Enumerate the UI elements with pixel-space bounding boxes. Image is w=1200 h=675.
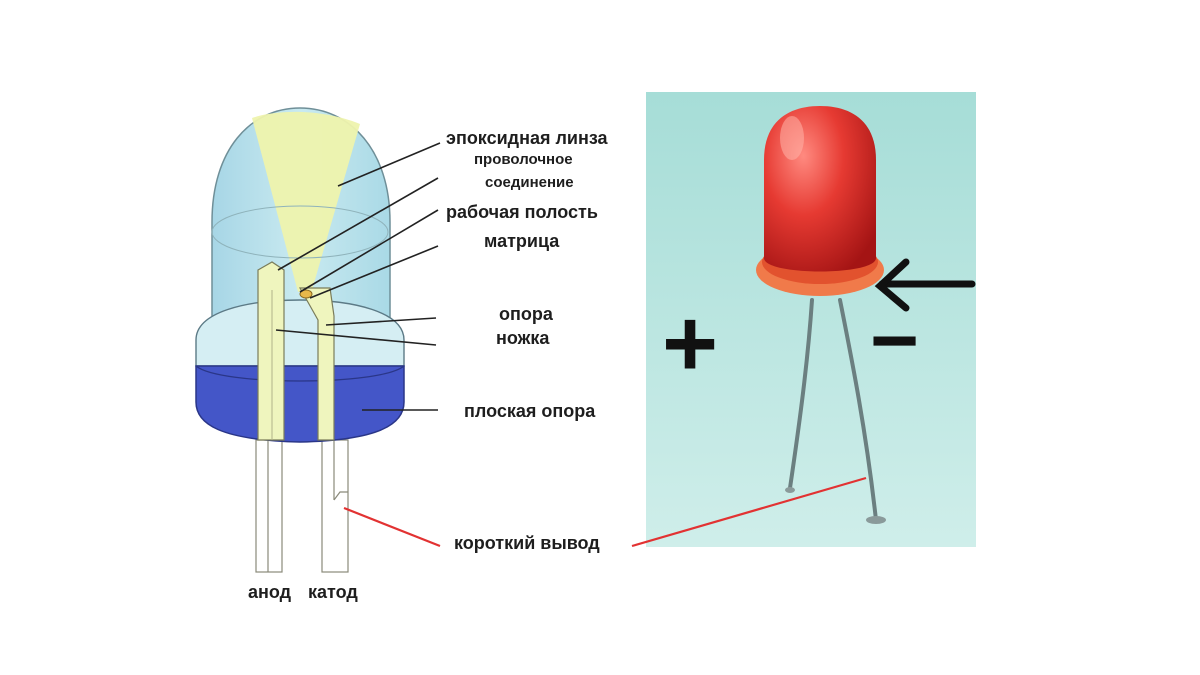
label-epoxy-lens: эпоксидная линза <box>446 128 608 148</box>
lead-legs <box>255 439 349 573</box>
anode-lead <box>255 439 283 573</box>
label-reflective-cavity: рабочая полость <box>446 202 598 222</box>
light-cone <box>252 111 360 292</box>
led-photo <box>631 92 976 548</box>
minus-sign: − <box>870 293 920 387</box>
die <box>299 289 313 299</box>
short-lead-pointer-left <box>343 506 441 548</box>
cathode-leg <box>298 287 335 441</box>
anode-post <box>257 261 285 441</box>
label-post: опора <box>499 304 553 324</box>
label-short-lead: короткий вывод <box>454 533 600 553</box>
label-leg: ножка <box>496 328 550 348</box>
label-die: матрица <box>484 231 560 251</box>
label-wire-bond-line2: соединение <box>485 174 574 191</box>
short-lead-pointer-right <box>631 476 867 548</box>
cathode-lead <box>321 439 349 573</box>
led-cross-section <box>195 107 441 573</box>
label-wire-bond-line1: проволочное <box>474 151 573 168</box>
label-cathode: катод <box>308 582 358 602</box>
plus-sign: + <box>662 290 719 397</box>
label-anode: анод <box>248 582 292 602</box>
flat-base-ring <box>195 365 405 443</box>
flat-side-arrow <box>874 258 976 312</box>
leader-lines <box>275 142 441 411</box>
label-flat-base: плоская опора <box>464 401 596 421</box>
